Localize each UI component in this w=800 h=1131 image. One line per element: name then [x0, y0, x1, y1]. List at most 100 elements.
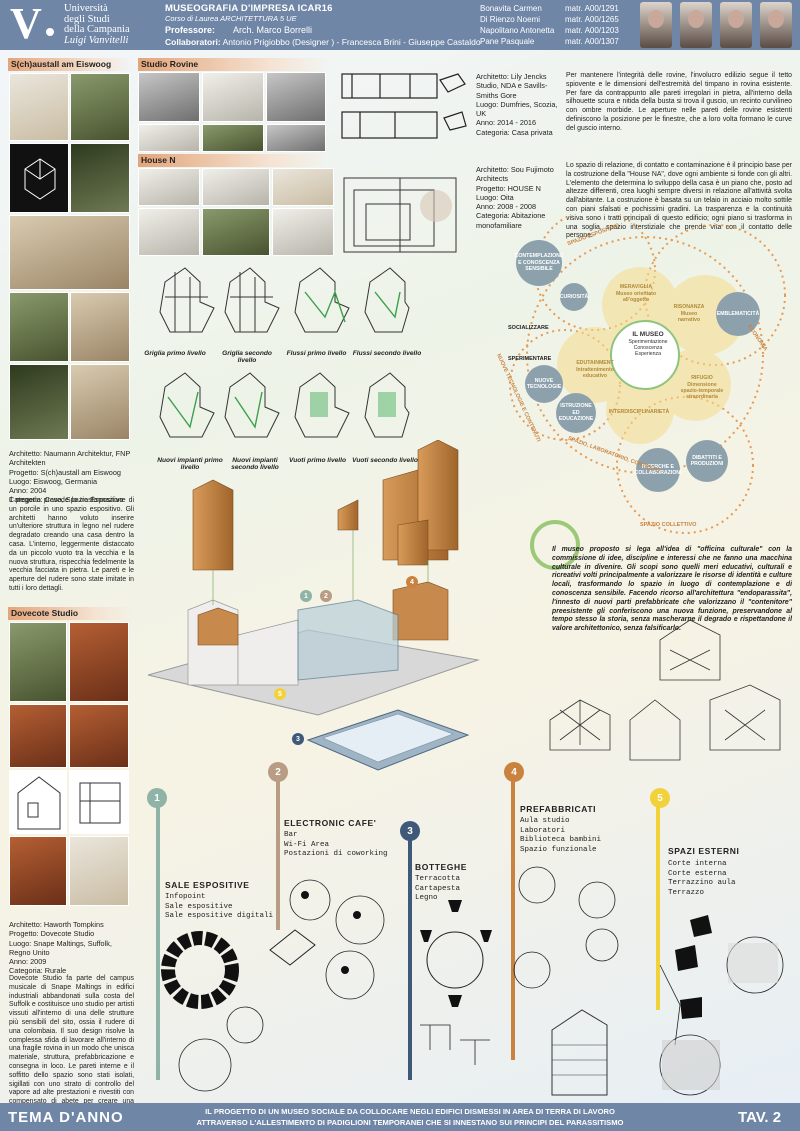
rovine-description: Per mantenere l'integrità delle rovine, … — [566, 72, 792, 132]
axonometry-marker: 2 — [320, 590, 332, 602]
section-title-rovine: Studio Rovine — [138, 58, 328, 71]
mindmap-background — [509, 215, 786, 534]
footer-theme: IL PROGETTO DI UN MUSEO SOCIALE DA COLLO… — [196, 1107, 624, 1127]
photo — [202, 168, 270, 206]
caption: Nuovi impianti primo livello — [157, 457, 223, 471]
prefabbricati-sketch — [513, 866, 619, 1096]
photo — [138, 208, 200, 256]
collaborators: Collaboratori: Antonio Prigiobbo (Design… — [165, 37, 481, 47]
grid-flow-diagrams — [159, 267, 410, 333]
space-number-5: 5 — [650, 788, 670, 808]
photo — [202, 72, 264, 122]
space-title: ELECTRONIC CAFE' — [284, 818, 377, 828]
axonometry-photo — [9, 143, 69, 213]
avatar — [680, 2, 712, 48]
course-title: MUSEOGRAFIA D'IMPRESA ICAR16 — [165, 3, 333, 14]
photo — [266, 124, 326, 152]
mindmap-label: SPERIMENTARE — [508, 356, 552, 362]
schaustall-info: Architetto: Naumann Architektur, FNP Arc… — [9, 449, 131, 505]
photo — [70, 73, 130, 141]
photo — [138, 124, 200, 152]
mindmap-node: CURIOSITÀ — [560, 283, 588, 311]
section-drawing-svg — [17, 776, 61, 830]
caption: Griglia primo livello — [144, 350, 206, 357]
concept-ring — [530, 520, 580, 570]
sale-espositive-sketch — [161, 931, 264, 1092]
avatar — [720, 2, 752, 48]
space-title: SPAZI ESTERNI — [668, 846, 740, 856]
photo — [266, 72, 326, 122]
mindmap-node: NUOVE TECNOLOGIE — [525, 365, 563, 403]
housen-description: Lo spazio di relazione, di contatto e co… — [566, 162, 792, 240]
caption: Nuovi impianti secondo livello — [231, 457, 279, 471]
photo — [272, 168, 334, 206]
footer-bar: TEMA D'ANNO IL PROGETTO DI UN MUSEO SOCI… — [0, 1103, 800, 1131]
systems-voids-diagrams — [159, 372, 410, 438]
photo — [138, 168, 200, 206]
caption: Vuoti secondo livello — [352, 457, 418, 464]
botteghe-sketch — [420, 900, 492, 1065]
mindmap-node: INTERDISCIPLINARIETÀ — [608, 408, 670, 415]
space-title: PREFABBRICATI — [520, 804, 597, 814]
logo-dot — [46, 28, 54, 36]
photo — [69, 704, 129, 768]
photo — [202, 124, 264, 152]
plan-drawing — [69, 770, 129, 834]
dovecote-description: Dovecote Studio fa parte del campus musi… — [9, 975, 134, 1123]
space-number-1: 1 — [147, 788, 167, 808]
photo — [70, 364, 130, 440]
photo — [70, 292, 130, 362]
photo — [9, 622, 67, 702]
photo — [70, 143, 130, 213]
museum-concept-text: Il museo proposto si lega all'idea di "o… — [552, 546, 792, 633]
section-drawing — [9, 770, 67, 834]
rovine-info: Architetto: Lily Jencks Studio, NDA e Sa… — [476, 72, 558, 137]
mindmap-node: ISTRUZIONE ED EDUCAZIONE — [556, 393, 596, 433]
spazi-esterni-sketch — [659, 915, 784, 1096]
caption: Vuoti primo livello — [288, 457, 347, 464]
spaces-connector-lines — [156, 770, 660, 1080]
caption: Griglia secondo livello — [222, 350, 272, 364]
photo — [69, 836, 129, 906]
mindmap-node: CONTEMPLAZIONE E CONOSCENZA SENSIBILE — [515, 240, 563, 286]
photo — [9, 215, 130, 290]
museum-axonometry — [148, 440, 480, 771]
space-number-2: 2 — [268, 762, 288, 782]
axonometry-drawing — [24, 158, 56, 200]
course-subtitle: Corso di Laurea ARCHITETTURA 5 UE — [165, 14, 297, 23]
space-number-4: 4 — [504, 762, 524, 782]
photo — [9, 73, 69, 141]
pavilion-sketches — [549, 619, 781, 761]
section-title-schaustall: S(ch)austall am Eiswoog — [8, 58, 133, 71]
mindmap-node: EDUTAINMENT Intrattenimento educativo — [576, 360, 614, 380]
section-title-housen: House N — [138, 154, 328, 167]
tav-number: TAV. 2 — [738, 1109, 782, 1126]
space-number-3: 3 — [400, 821, 420, 841]
header-bar: V Università degli Studi della Campania … — [0, 0, 800, 50]
university-name: Università degli Studi della Campania Lu… — [64, 3, 130, 46]
mindmap-node: EMBLEMATICITÀ — [716, 292, 760, 336]
avatar — [760, 2, 792, 48]
electronic-cafe-sketch — [269, 879, 385, 1000]
photo — [69, 622, 129, 702]
axonometry-marker: 5 — [274, 688, 286, 700]
section-title-dovecote: Dovecote Studio — [8, 607, 133, 620]
photo — [9, 292, 69, 362]
photo — [138, 72, 200, 122]
tema-label: TEMA D'ANNO — [8, 1109, 124, 1126]
university-logo: V — [10, 0, 42, 48]
mindmap-node: RIFUGIO Dimensione spazio-temporale stra… — [680, 375, 724, 401]
photo — [9, 836, 67, 906]
photo — [9, 704, 67, 768]
schaustall-description: Il progetto prevede la trasformazione di… — [9, 497, 134, 592]
mindmap-label: SOCIALIZZARE — [508, 325, 549, 331]
